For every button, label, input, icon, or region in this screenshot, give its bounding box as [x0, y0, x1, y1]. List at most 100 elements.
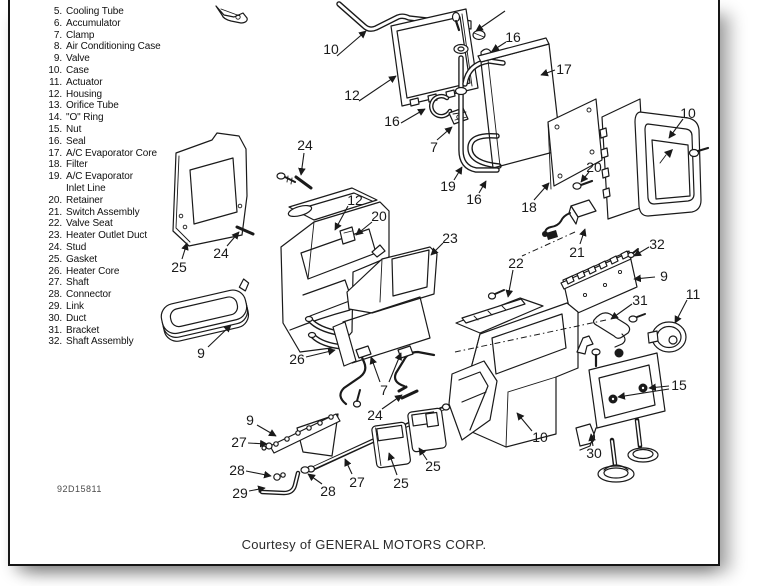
leader-line — [453, 166, 463, 181]
part-label: Actuator — [66, 76, 103, 88]
seal-tray — [160, 278, 250, 342]
parts-list-item: 31.Bracket — [38, 325, 228, 337]
leader-line — [387, 452, 398, 476]
leader-line — [226, 231, 240, 247]
part-label: Shaft Assembly — [66, 336, 134, 348]
parts-list-item: 7.Clamp — [38, 30, 228, 42]
callout-9: 9 — [660, 268, 668, 284]
part-number: 28. — [48, 289, 62, 301]
callout-22: 22 — [508, 255, 524, 271]
leader-line — [181, 242, 189, 260]
part-label: Air Conditioning Case — [66, 41, 161, 53]
parts-list-item: 6.Accumulator — [38, 18, 228, 30]
callout-24: 24 — [297, 137, 313, 153]
vent-valve-left — [597, 437, 635, 483]
alignment-line-switch — [521, 231, 576, 257]
leader-line — [336, 30, 367, 57]
leader-line — [334, 205, 349, 231]
parts-list-item: 10.Case — [38, 65, 228, 77]
part-number: 15. — [48, 123, 62, 135]
leader-line — [430, 242, 444, 256]
leader-line — [579, 228, 587, 245]
part-label: Link — [66, 300, 84, 312]
leader-line — [610, 303, 633, 320]
part-label: Orifice Tube — [66, 100, 119, 112]
part-label: Valve — [66, 53, 90, 65]
callout-30: 30 — [586, 445, 602, 461]
part-label: A/C Evaporator Inlet Line — [66, 171, 133, 194]
leader-line — [475, 10, 506, 32]
switch-assembly — [542, 199, 597, 240]
callout-12: 12 — [344, 87, 360, 103]
cooling-tube-clamp — [215, 5, 248, 24]
parts-list-item: 14."O" Ring — [38, 112, 228, 124]
link-rod — [259, 470, 301, 496]
leader-line — [617, 388, 670, 400]
part-number: 19. — [48, 171, 62, 183]
part-number: 26. — [48, 265, 62, 277]
retainer-screw — [572, 179, 594, 190]
callout-10: 10 — [323, 41, 339, 57]
part-label: Retainer — [66, 194, 103, 206]
leader-line — [388, 352, 402, 383]
leader-line — [516, 412, 533, 432]
parts-list-item: 9.Valve — [38, 53, 228, 65]
caption: Courtesy of GENERAL MOTORS CORP. — [241, 537, 487, 552]
callout-27: 27 — [231, 434, 247, 450]
callout-28: 28 — [320, 483, 336, 499]
part-label: Gasket — [66, 253, 98, 265]
callout-16: 16 — [384, 113, 400, 129]
part-label: A/C Evaporator Core — [66, 147, 157, 159]
filter-plate — [547, 98, 603, 190]
callout-31: 31 — [632, 292, 648, 308]
part-label: Duct — [66, 312, 87, 324]
parts-list-item: 21.Switch Assembly — [38, 207, 228, 219]
part-number: 20. — [48, 194, 62, 206]
leader-line — [400, 108, 426, 124]
part-label: Nut — [66, 123, 82, 135]
part-number: 8. — [53, 41, 62, 53]
part-label: Switch Assembly — [66, 206, 140, 218]
parts-list-item: 5.Cooling Tube — [38, 6, 228, 18]
part-label: Connector — [66, 289, 112, 301]
leader-line — [478, 180, 487, 194]
callout-25: 25 — [393, 475, 409, 491]
part-number: 23. — [48, 230, 62, 242]
callout-26: 26 — [289, 351, 305, 367]
part-number: 27. — [48, 277, 62, 289]
leader-line — [491, 41, 507, 52]
part-label: "O" Ring — [66, 112, 104, 124]
part-number: 11. — [49, 76, 62, 88]
leader-line — [580, 171, 590, 183]
part-number: 16. — [48, 135, 62, 147]
callout-28: 28 — [229, 462, 245, 478]
parts-list-item: 20. Retainer — [38, 195, 228, 207]
gasket-right — [407, 407, 447, 453]
part-label: Seal — [66, 135, 86, 147]
seal-clamp — [429, 93, 453, 119]
part-label: Shaft — [66, 277, 89, 289]
leader-line — [381, 394, 403, 410]
vent-valve-right — [627, 417, 659, 463]
leader-line — [247, 439, 268, 448]
part-label: Filter — [66, 159, 88, 171]
heater-outlet-duct — [346, 244, 438, 314]
actuator-disc — [647, 321, 687, 353]
parts-list-item: 25.Gasket — [38, 254, 228, 266]
callout-20: 20 — [586, 159, 602, 175]
parts-list-item: 30.Duct — [38, 313, 228, 325]
parts-list-item: 22.Valve Seat — [38, 218, 228, 230]
part-number: 7. — [53, 29, 62, 41]
callout-24: 24 — [367, 407, 383, 423]
parts-list-item: 13.Orifice Tube — [38, 100, 228, 112]
callout-7: 7 — [380, 382, 388, 398]
parts-list-item: 28. Connector — [38, 289, 228, 301]
part-number: 24. — [48, 241, 62, 253]
callout-19: 19 — [440, 178, 456, 194]
leader-line — [436, 126, 453, 141]
callout-16: 16 — [505, 29, 521, 45]
heater-housing — [280, 187, 390, 353]
